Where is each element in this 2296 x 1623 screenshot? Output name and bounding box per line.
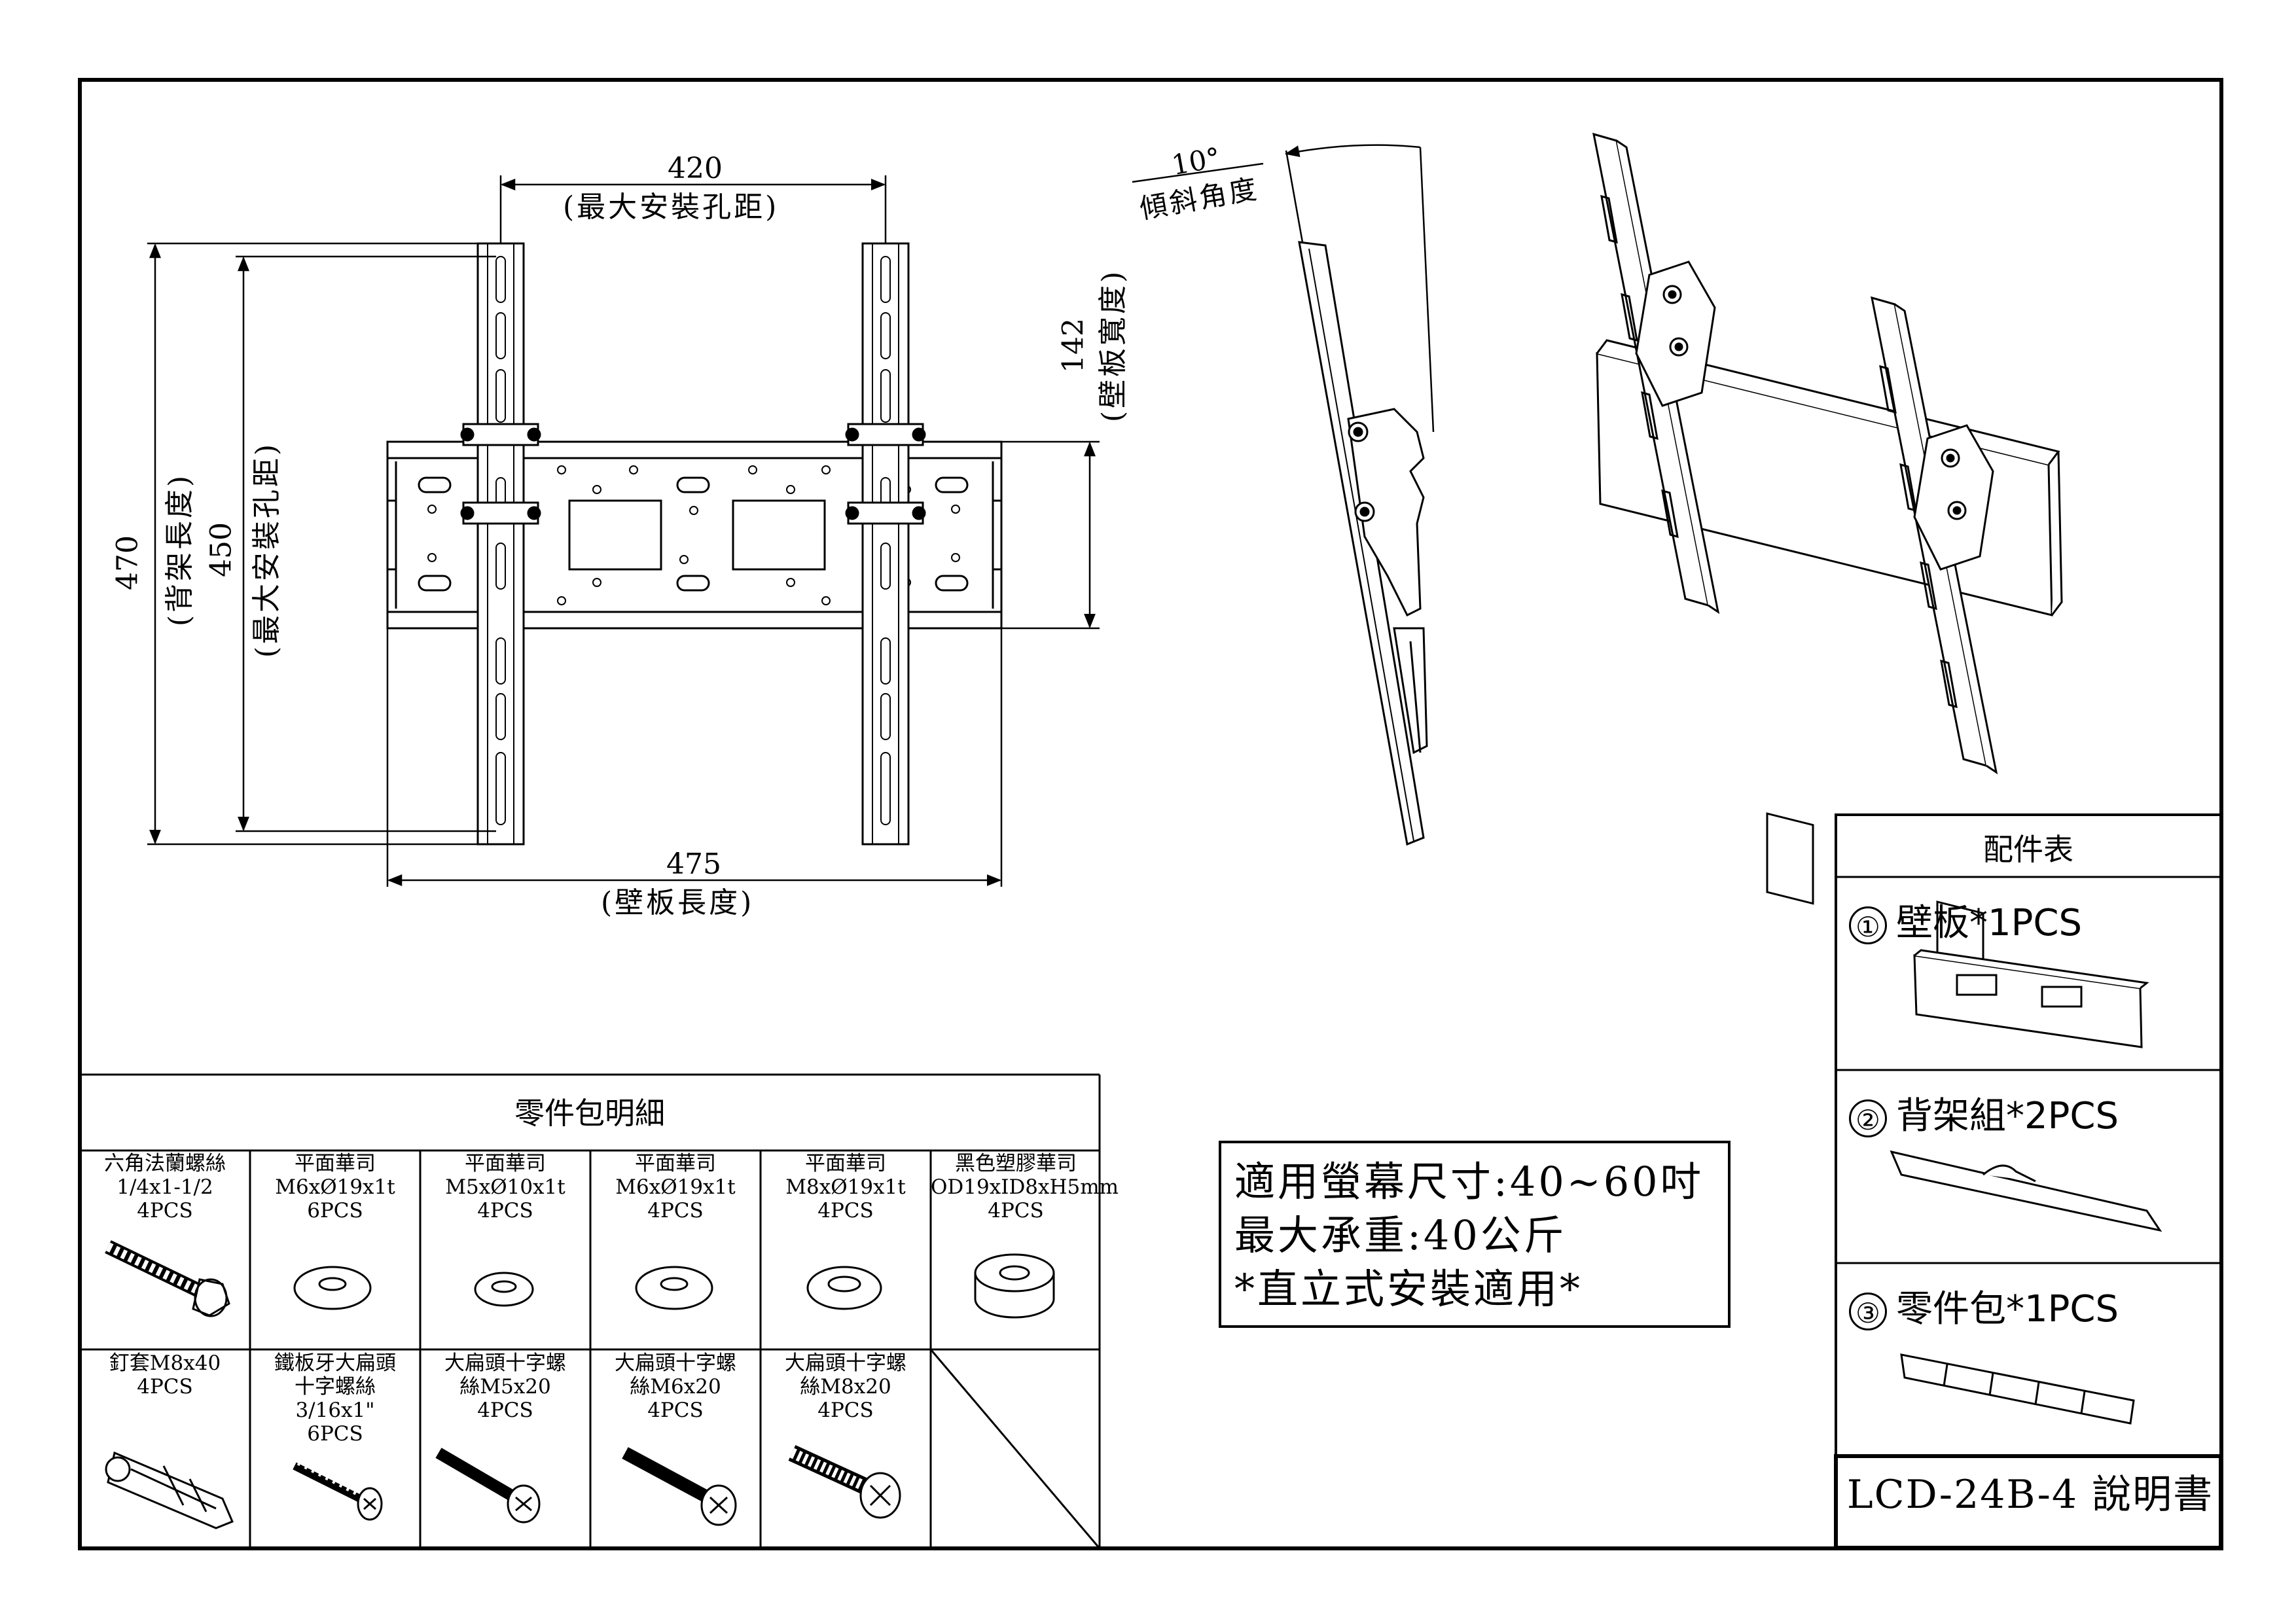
- part-spec-line: M8xØ19x1t: [785, 1175, 906, 1199]
- phillips-screw-icon: [622, 1447, 737, 1526]
- part-spec-line: 4PCS: [817, 1199, 874, 1222]
- top-dimension-label: (最大安裝孔距): [563, 190, 780, 224]
- part-spec-line: 絲M6x20: [630, 1375, 721, 1399]
- back-arm-icon: [1890, 1150, 2162, 1232]
- accessories-title: 配件表: [1983, 832, 2073, 867]
- spec-box: 適用螢幕尺寸:40~60吋 最大承重:40公斤 *直立式安裝適用*: [1219, 1141, 1731, 1328]
- flat-washer-icon: [474, 1272, 534, 1307]
- self-tapping-screw-icon: [293, 1461, 383, 1521]
- model-title: LCD-24B-4 說明書: [1846, 1472, 2214, 1518]
- hex-flange-bolt-icon: [105, 1240, 230, 1317]
- part-spec-line: 平面華司: [635, 1152, 716, 1175]
- part-spec-line: 1/4x1-1/2: [117, 1175, 213, 1199]
- part-spec-line: 絲M5x20: [459, 1375, 551, 1399]
- part-spec-line: 絲M8x20: [800, 1375, 891, 1399]
- isometric-view-drawing: [1592, 132, 2063, 993]
- part-spec-line: 6PCS: [307, 1199, 363, 1222]
- part-spec-line: M6xØ19x1t: [615, 1175, 736, 1199]
- part-spec-line: M5xØ10x1t: [445, 1175, 565, 1199]
- part-spec-line: 4PCS: [647, 1199, 704, 1222]
- part-spec-line: 4PCS: [817, 1399, 874, 1422]
- part-spec-line: 大扁頭十字螺: [785, 1351, 906, 1375]
- phillips-screw-icon: [788, 1445, 901, 1519]
- item-number-3: ③: [1849, 1292, 1887, 1330]
- left-inner-dimension-label: (最大安裝孔距): [250, 441, 283, 658]
- part-spec-line: 6PCS: [307, 1422, 363, 1446]
- plastic-spacer-icon: [974, 1253, 1055, 1319]
- vertical-install-note: *直立式安裝適用*: [1234, 1265, 1583, 1313]
- part-spec-line: 平面華司: [295, 1152, 376, 1175]
- part-spec-line: 4PCS: [137, 1375, 193, 1399]
- part-spec-line: OD19xID8xH5mm: [931, 1175, 1119, 1199]
- part-spec-line: 平面華司: [465, 1152, 546, 1175]
- wall-plate-icon: [1913, 949, 2149, 1048]
- part-spec-line: 平面華司: [805, 1152, 886, 1175]
- accessory-label: 壁板*1PCS: [1896, 902, 2083, 944]
- part-spec-line: 大扁頭十字螺: [615, 1351, 736, 1375]
- left-outer-dimension-value: 470: [111, 535, 145, 590]
- part-spec-line: 3/16x1": [295, 1399, 375, 1422]
- part-spec-line: 釘套M8x40: [109, 1351, 221, 1375]
- part-spec-line: 六角法蘭螺絲: [104, 1152, 226, 1175]
- top-dimension-value: 420: [668, 152, 723, 185]
- left-outer-dimension-label: (背架長度): [163, 473, 196, 627]
- right-dimension-label: (壁板寬度): [1096, 268, 1130, 423]
- part-spec-line: 4PCS: [137, 1199, 193, 1222]
- front-view-drawing: [147, 175, 1100, 887]
- part-spec-line: 十字螺絲: [295, 1375, 376, 1399]
- part-spec-line: 鐵板牙大扁頭: [274, 1351, 396, 1375]
- side-view-drawing: [1132, 144, 1435, 846]
- screen-size-spec: 適用螢幕尺寸:40~60吋: [1234, 1158, 1704, 1205]
- parts-bag-icon: [1900, 1353, 2135, 1425]
- part-spec-line: M6xØ19x1t: [275, 1175, 395, 1199]
- part-spec-line: 4PCS: [477, 1399, 533, 1422]
- parts-table-title: 零件包明細: [514, 1096, 665, 1131]
- parts-table-grid: [80, 1073, 1101, 1549]
- part-spec-line: 黑色塑膠華司: [955, 1152, 1077, 1175]
- flat-washer-icon: [635, 1266, 713, 1310]
- accessories-table-grid: [1834, 813, 2223, 1550]
- part-spec-line: 4PCS: [988, 1199, 1044, 1222]
- wall-anchor-icon: [105, 1451, 234, 1529]
- flat-washer-icon: [293, 1266, 372, 1310]
- item-number-2: ②: [1849, 1099, 1887, 1137]
- flat-washer-icon: [806, 1266, 882, 1310]
- accessory-label: 零件包*1PCS: [1896, 1288, 2119, 1330]
- wall-plate: [386, 440, 1003, 630]
- phillips-screw-icon: [435, 1448, 541, 1524]
- left-inner-dimension-value: 450: [204, 522, 238, 577]
- part-spec-line: 4PCS: [477, 1199, 533, 1222]
- max-load-spec: 最大承重:40公斤: [1234, 1211, 1567, 1259]
- part-spec-line: 大扁頭十字螺: [444, 1351, 566, 1375]
- accessory-label: 背架組*2PCS: [1896, 1095, 2119, 1137]
- item-number-1: ①: [1849, 906, 1887, 944]
- bottom-dimension-value: 475: [666, 847, 721, 881]
- bottom-dimension-label: (壁板長度): [601, 886, 755, 919]
- right-dimension-value: 142: [1056, 318, 1090, 373]
- part-spec-line: 4PCS: [647, 1399, 704, 1422]
